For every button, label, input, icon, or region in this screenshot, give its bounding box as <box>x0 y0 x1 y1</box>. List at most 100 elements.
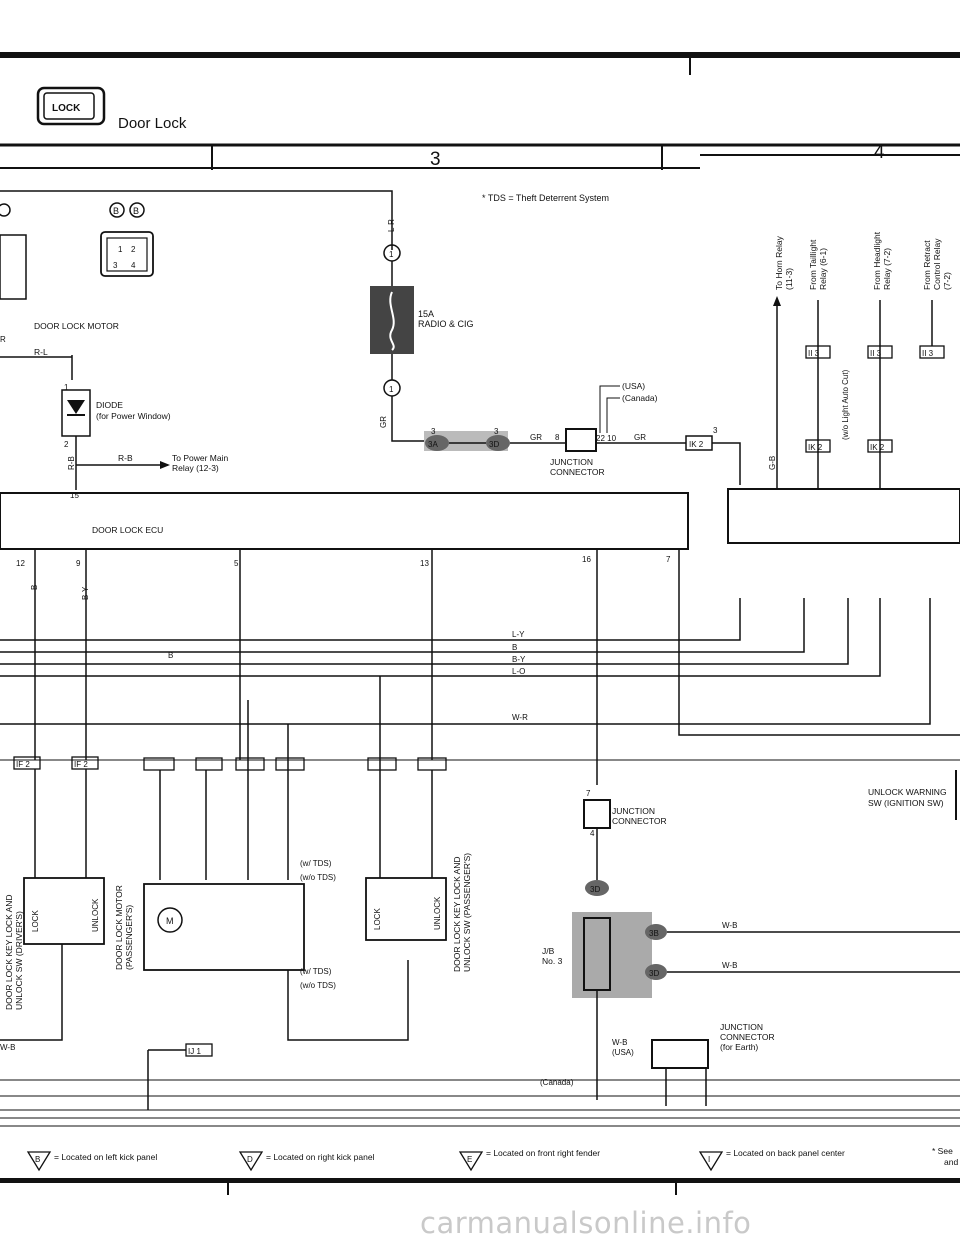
svg-text:R-L: R-L <box>34 347 48 357</box>
svg-text:12: 12 <box>16 559 25 568</box>
svg-text:7: 7 <box>586 789 591 798</box>
driver-key-lock-switch: IF 2 IF 2 LOCK UNLOCK DOOR LOCK KEY LOCK… <box>0 756 105 1052</box>
svg-text:8: 8 <box>555 433 560 442</box>
svg-text:15: 15 <box>70 491 79 500</box>
svg-text:JUNCTION: JUNCTION <box>720 1022 763 1032</box>
door-lock-icon: LOCK <box>36 86 106 126</box>
junction-connector-top <box>565 428 597 452</box>
svg-text:W-B: W-B <box>722 961 737 970</box>
bottom-border <box>0 1178 960 1183</box>
svg-text:IF 2: IF 2 <box>74 760 88 769</box>
svg-text:5: 5 <box>234 559 239 568</box>
svg-text:(for Earth): (for Earth) <box>720 1042 758 1052</box>
svg-text:From Retract: From Retract <box>922 240 932 290</box>
svg-text:9: 9 <box>76 559 81 568</box>
svg-text:(Canada): (Canada) <box>540 1078 574 1087</box>
door-lock-ecu-label: DOOR LOCK ECU <box>92 525 163 535</box>
bus-wires: L-Y B B B-Y L-O W-R <box>0 598 960 761</box>
svg-text:B-Y: B-Y <box>512 655 526 664</box>
connector-b-label-1: B <box>113 206 119 216</box>
svg-text:From Taillight: From Taillight <box>808 239 818 290</box>
svg-text:GR: GR <box>530 433 542 442</box>
fuse-name: RADIO & CIG <box>418 319 474 329</box>
svg-text:3A: 3A <box>428 440 438 449</box>
svg-text:1: 1 <box>389 250 394 259</box>
svg-text:LOCK: LOCK <box>31 910 40 932</box>
svg-text:3D: 3D <box>590 885 600 894</box>
svg-text:B: B <box>30 585 39 590</box>
svg-text:3: 3 <box>113 261 118 270</box>
svg-text:CONNECTOR: CONNECTOR <box>720 1032 775 1042</box>
svg-text:II 3: II 3 <box>870 349 882 358</box>
svg-text:II 3: II 3 <box>922 349 934 358</box>
svg-text:1: 1 <box>389 385 394 394</box>
svg-text:= Located on front right fende: = Located on front right fender <box>486 1148 600 1158</box>
svg-text:IK 2: IK 2 <box>808 443 823 452</box>
svg-text:3D: 3D <box>489 440 499 449</box>
section-number-4: 4 <box>874 142 885 163</box>
svg-text:L-Y: L-Y <box>512 630 525 639</box>
junction-connector-earth: JUNCTION CONNECTOR (for Earth) W-B (USA)… <box>540 1022 775 1106</box>
svg-text:UNLOCK: UNLOCK <box>91 898 100 932</box>
svg-text:Relay (7-2): Relay (7-2) <box>882 248 892 290</box>
svg-text:(w/o TDS): (w/o TDS) <box>300 981 336 990</box>
svg-text:= Located on right kick panel: = Located on right kick panel <box>266 1152 375 1162</box>
svg-text:B-Y: B-Y <box>81 586 90 600</box>
svg-text:UNLOCK SW (DRIVER'S): UNLOCK SW (DRIVER'S) <box>14 911 24 1010</box>
svg-text:I: I <box>708 1155 710 1164</box>
svg-text:22 10: 22 10 <box>596 434 617 443</box>
svg-text:IK 2: IK 2 <box>689 440 704 449</box>
svg-text:SW (IGNITION SW): SW (IGNITION SW) <box>868 798 944 808</box>
svg-text:7: 7 <box>666 555 671 564</box>
svg-text:JUNCTION: JUNCTION <box>612 806 655 816</box>
svg-text:(USA): (USA) <box>612 1048 634 1057</box>
svg-text:No. 3: No. 3 <box>542 956 563 966</box>
svg-text:R-B: R-B <box>118 453 133 463</box>
svg-text:3: 3 <box>431 427 436 436</box>
svg-text:To Horn Relay: To Horn Relay <box>774 235 784 290</box>
svg-text:II 3: II 3 <box>808 349 820 358</box>
svg-text:UNLOCK SW (PASSENGER'S): UNLOCK SW (PASSENGER'S) <box>462 853 472 972</box>
svg-text:(USA): (USA) <box>622 381 645 391</box>
svg-text:J/B: J/B <box>542 946 555 956</box>
passenger-key-lock-switch: LOCK UNLOCK DOOR LOCK KEY LOCK AND UNLOC… <box>365 676 472 972</box>
svg-text:= Located on left kick panel: = Located on left kick panel <box>54 1152 157 1162</box>
svg-text:(w/ TDS): (w/ TDS) <box>300 859 332 868</box>
svg-text:W-B: W-B <box>0 1043 15 1052</box>
svg-text:DOOR LOCK MOTOR: DOOR LOCK MOTOR <box>114 885 124 970</box>
fuse-15a: 15A RADIO & CIG <box>370 286 474 354</box>
svg-text:and: and <box>944 1157 958 1167</box>
svg-text:Relay (12-3): Relay (12-3) <box>172 463 219 473</box>
svg-text:GR: GR <box>634 433 646 442</box>
svg-text:M: M <box>166 916 174 926</box>
svg-text:GR: GR <box>379 416 388 428</box>
svg-text:IJ 1: IJ 1 <box>188 1047 201 1056</box>
svg-text:3: 3 <box>494 427 499 436</box>
svg-text:R: R <box>0 335 6 344</box>
svg-text:L-O: L-O <box>512 667 525 676</box>
tds-note: * TDS = Theft Deterrent System <box>482 193 609 203</box>
svg-text:DOOR LOCK KEY LOCK AND: DOOR LOCK KEY LOCK AND <box>452 856 462 972</box>
svg-text:LOCK: LOCK <box>373 908 382 930</box>
svg-text:B: B <box>512 643 517 652</box>
svg-text:L-R: L-R <box>387 219 396 232</box>
svg-text:1: 1 <box>118 245 123 254</box>
door-lock-motor-label: DOOR LOCK MOTOR <box>34 321 119 331</box>
svg-text:DOOR LOCK KEY LOCK AND: DOOR LOCK KEY LOCK AND <box>4 894 14 1010</box>
svg-text:* See: * See <box>932 1146 953 1156</box>
svg-text:D: D <box>247 1155 253 1164</box>
svg-text:To Power Main: To Power Main <box>172 453 228 463</box>
svg-text:DIODE: DIODE <box>96 400 123 410</box>
page-title: Door Lock <box>118 115 187 132</box>
svg-text:3D: 3D <box>649 969 659 978</box>
passenger-door-lock-motor: M DOOR LOCK MOTOR (PASSENGER'S) (w/ TDS)… <box>114 700 409 1110</box>
watermark: carmanualsonline.info <box>420 1206 752 1240</box>
svg-text:2: 2 <box>131 245 136 254</box>
legend: B = Located on left kick panel D = Locat… <box>26 1146 958 1172</box>
unlock-warning-sw-label: UNLOCK WARNING <box>868 787 947 797</box>
svg-text:From Headlight: From Headlight <box>872 231 882 290</box>
svg-text:W-R: W-R <box>512 713 528 722</box>
svg-text:R-B: R-B <box>67 456 76 470</box>
